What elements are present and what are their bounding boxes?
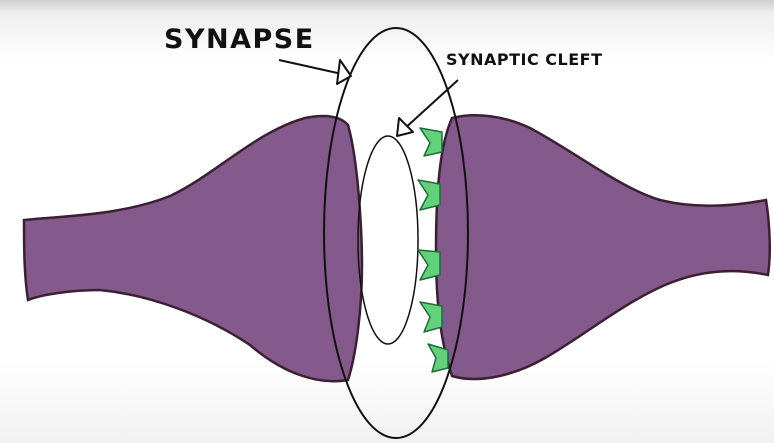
receptor-icon: [418, 250, 440, 280]
synaptic-cleft-ellipse: [358, 136, 418, 344]
synapse-arrow: [279, 60, 351, 84]
receptor-icon: [420, 302, 442, 332]
arrow-head: [397, 118, 413, 136]
receptor-icon: [420, 128, 442, 156]
receptor-icon: [418, 180, 440, 210]
synapse-label: SYNAPSE: [164, 24, 315, 55]
presynaptic-neuron: [24, 116, 362, 381]
postsynaptic-neuron: [436, 115, 770, 379]
synaptic-cleft-label: SYNAPTIC CLEFT: [446, 50, 603, 69]
